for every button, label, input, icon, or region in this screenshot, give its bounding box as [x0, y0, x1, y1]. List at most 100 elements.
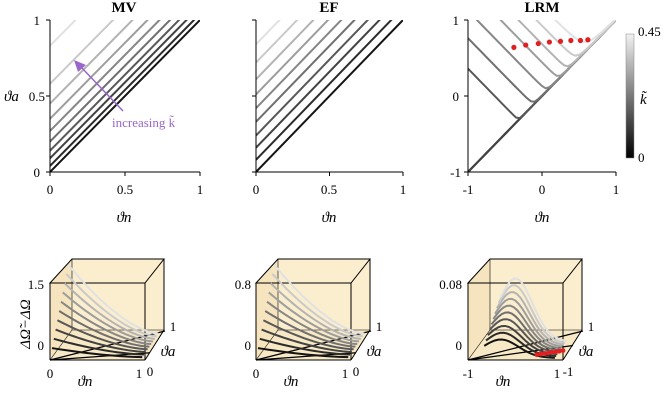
series-line-k1 [256, 20, 393, 161]
series-line-k8 [256, 20, 299, 64]
ytick-3d-lrm-1: 1 [588, 319, 595, 334]
optimum-marker-3d [538, 351, 544, 357]
xlabel-3d-mv: ϑn [78, 374, 93, 390]
ylabel-3d-mv: ϑa [161, 344, 176, 360]
series-lines-mv [50, 20, 200, 172]
ylabel-mv: ϑa [4, 89, 19, 105]
optimum-marker [523, 42, 529, 48]
title-ef: EF [319, 0, 338, 16]
series-line-k1 [50, 20, 196, 167]
surface-curve-k1 [53, 337, 145, 356]
series-line-k0 [256, 20, 403, 172]
surface-curve-k6 [62, 291, 154, 343]
surface-curve-k0 [483, 338, 555, 359]
colorbar-tick-max: 0.45 [638, 24, 661, 39]
xtick-ef-05: 0.5 [321, 182, 337, 197]
surface-curve-k8 [271, 273, 363, 338]
xtick-3d-lrm-m1: -1 [463, 366, 474, 381]
optimum-marker-3d [553, 349, 558, 355]
annotation-increasing-k: increasing k̃ [112, 115, 176, 130]
optimum-marker [585, 37, 591, 43]
surface-curve-k3 [262, 319, 354, 351]
ytick-3d-lrm-m1: -1 [563, 364, 574, 379]
surface-curve-k1 [259, 337, 351, 356]
surface-curve-k7 [495, 291, 564, 346]
xtick-lrm-0: 0 [539, 182, 546, 197]
surface-curve-k2 [55, 328, 146, 353]
surface-curve-k4 [58, 310, 150, 348]
surface-curve-k6 [268, 291, 360, 343]
optimum-marker-3d [545, 350, 551, 356]
ytick-mv-0: 0 [34, 165, 41, 180]
surface-curve-k4 [490, 311, 561, 352]
surface-curve-k3 [488, 318, 559, 354]
surface-curve-k8 [65, 273, 157, 338]
series-curve-k9 [553, 20, 616, 43]
surface-curve-k9 [273, 263, 365, 335]
optimum-marker [535, 40, 541, 47]
surface-curves-ef [255, 263, 372, 361]
series-line-k7 [256, 20, 315, 80]
ztick-3d-mv-0: 0 [38, 338, 45, 353]
surface-curve-k5 [266, 300, 358, 346]
series-line-k4 [256, 20, 356, 123]
colorbar [625, 33, 635, 159]
optimum-marker [546, 39, 553, 45]
series-line-k2 [256, 20, 381, 149]
optimum-marker [511, 44, 517, 50]
panel-lrm: LRM 1 0 -1 -1 0 1 ϑn 0.45 0 k̃ [450, 0, 661, 226]
ztick-3d-lrm-0: 0 [456, 338, 463, 353]
surface-curve-k8 [497, 284, 566, 344]
xtick-3d-mv-1: 1 [136, 366, 143, 381]
series-line-k3 [50, 20, 181, 152]
surface-curve-k5 [492, 304, 562, 350]
series-lines-lrm [468, 20, 616, 172]
ztick-3d-mv-max: 1.5 [28, 277, 44, 292]
xtick-lrm-m1: -1 [463, 182, 474, 197]
ylabel-3d-ef: ϑa [367, 344, 382, 360]
xtick-3d-mv-0: 0 [47, 366, 54, 381]
optimum-marker-3d [534, 352, 540, 358]
series-line-k2 [50, 20, 188, 160]
optimum-marker-3d [549, 349, 555, 355]
surface-curve-k9 [499, 277, 567, 343]
ytick-mv-1: 1 [34, 13, 41, 28]
xlabel-lrm: ϑn [535, 210, 550, 226]
ytick-lrm-0: 0 [453, 89, 460, 104]
series-line-k3 [256, 20, 370, 137]
panel-mv: MV increasing k̃ 1 0.5 0 0 0.5 1 ϑa ϑn [4, 0, 203, 226]
xlabel-3d-ef: ϑn [284, 374, 299, 390]
ytick-mv-05: 0.5 [29, 89, 45, 104]
surface-curve-k6 [494, 297, 563, 348]
xtick-3d-lrm-1: 1 [554, 366, 561, 381]
xtick-mv-05: 0.5 [117, 182, 133, 197]
surface-curve-k4 [264, 310, 356, 348]
ztick-3d-ef-max: 0.8 [235, 277, 251, 292]
xlabel-mv: ϑn [117, 210, 132, 226]
surface-curve-k3 [56, 319, 148, 351]
series-line-k5 [256, 20, 343, 109]
panel-3d-lrm: 0.08 0 -1 1 -1 1 ϑn ϑa [439, 258, 595, 390]
series-line-k4 [50, 20, 172, 143]
ytick-3d-ef-1: 1 [376, 319, 383, 334]
panel-3d-ef: 0.8 0 0 1 0 1 ϑn ϑa [235, 258, 383, 390]
optimum-marker [577, 37, 584, 44]
optimum-markers-3d [534, 348, 566, 358]
series-line-k6 [256, 20, 330, 96]
surface-curve-k2 [261, 328, 352, 353]
ytick-3d-ef-0: 0 [353, 364, 360, 379]
xtick-3d-ef-0: 0 [253, 366, 260, 381]
optimum-marker [557, 38, 564, 44]
optimum-marker [568, 37, 574, 44]
panel-ef: EF 0 0.5 1 ϑn [252, 0, 406, 226]
ytick-3d-mv-0: 0 [147, 364, 154, 379]
series-line-k9 [50, 20, 77, 47]
optimum-marker-3d [560, 348, 566, 353]
ytick-lrm-m1: -1 [450, 165, 461, 180]
colorbar-tick-min: 0 [638, 150, 645, 165]
series-line-k5 [50, 20, 161, 132]
ztick-3d-lrm-max: 0.08 [439, 277, 462, 292]
xtick-mv-0: 0 [47, 182, 54, 197]
title-lrm: LRM [525, 0, 560, 16]
